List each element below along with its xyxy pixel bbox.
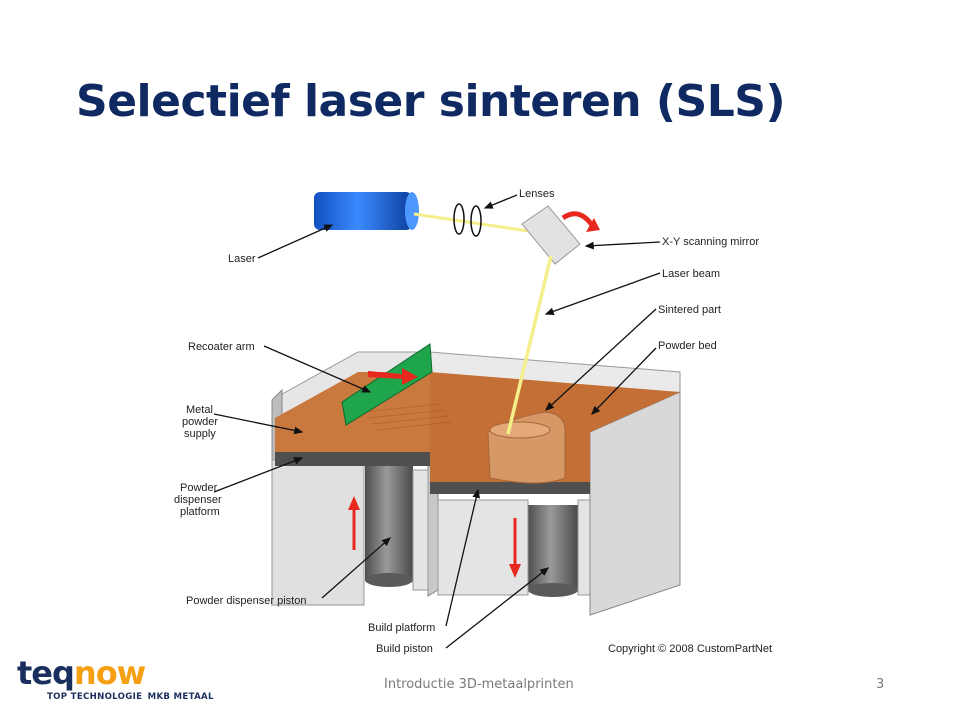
lens-2 <box>470 205 482 237</box>
dispenser-piston <box>365 462 413 580</box>
wall-left-front <box>271 459 365 606</box>
label-recoater-arm: Recoater arm <box>188 341 255 353</box>
recoater-arm <box>341 343 433 426</box>
label-powder-bed: Powder bed <box>658 340 717 352</box>
label-dispenser-platform-2: dispenser <box>174 494 222 506</box>
lens-1 <box>453 203 465 235</box>
scanning-mirror <box>521 205 581 265</box>
label-dispenser-piston: Powder dispenser piston <box>186 595 306 607</box>
label-sintered-part: Sintered part <box>658 304 721 316</box>
laser-beam <box>506 255 553 435</box>
footer-text: Introductie 3D-metaalprinten <box>384 677 574 692</box>
label-metal-1: Metal <box>186 404 213 416</box>
label-metal-2: powder <box>182 416 218 428</box>
wall-right <box>589 391 681 616</box>
dispenser-up-arrow <box>348 496 360 510</box>
slide-title: Selectief laser sinteren (SLS) <box>76 76 786 127</box>
label-beam: Laser beam <box>662 268 720 280</box>
label-metal-3: supply <box>184 428 216 440</box>
logo-tagline: TOP TECHNOLOGIE MKB METAAL <box>47 692 214 702</box>
label-dispenser-platform-3: platform <box>180 506 220 518</box>
laser-body <box>314 192 412 230</box>
logo-wordmark: teqnow <box>17 654 146 692</box>
label-mirror: X-Y scanning mirror <box>662 236 759 248</box>
label-build-platform: Build platform <box>368 622 435 634</box>
teqnow-logo: teqnow TOP TECHNOLOGIE MKB METAAL <box>15 654 230 706</box>
build-piston <box>528 505 578 590</box>
label-laser: Laser <box>228 253 256 265</box>
label-build-piston: Build piston <box>376 643 433 655</box>
page-number: 3 <box>876 677 885 692</box>
label-lenses: Lenses <box>519 188 555 200</box>
label-dispenser-platform-1: Powder <box>180 482 218 494</box>
recoater-direction-arrow <box>368 368 418 385</box>
build-down-arrow <box>509 564 521 578</box>
label-copyright: Copyright © 2008 CustomPartNet <box>608 643 772 655</box>
